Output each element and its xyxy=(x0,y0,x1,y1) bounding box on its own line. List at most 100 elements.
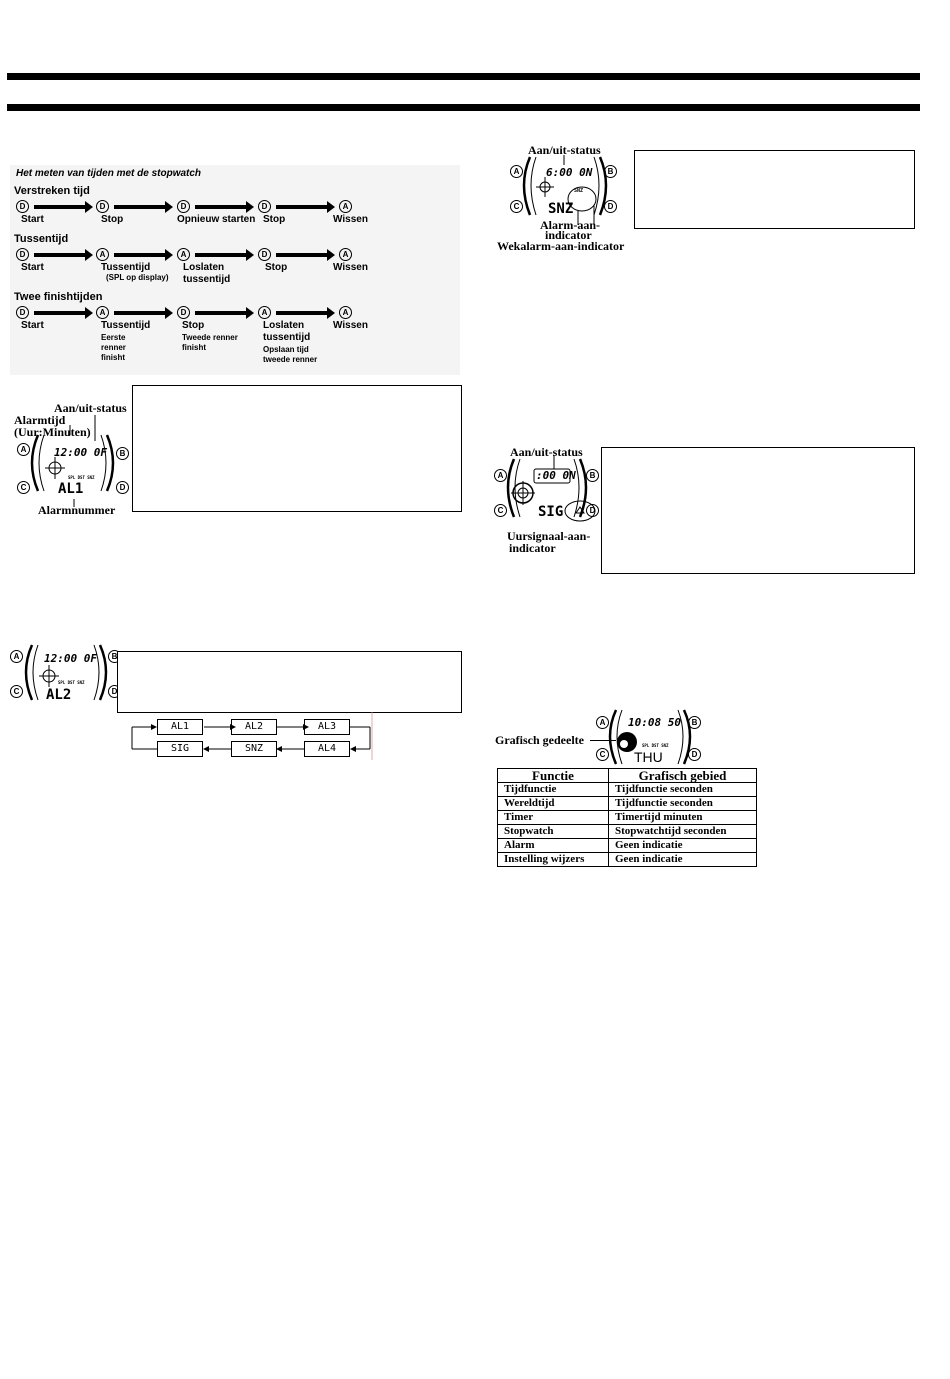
lcd-small-indicators: SPL DST SNZ xyxy=(68,475,95,480)
label-alarm-indicator-2: indicator xyxy=(545,228,592,242)
button-b-icon: B xyxy=(688,716,701,729)
button-a-icon: A xyxy=(17,443,30,456)
button-a-icon: A xyxy=(96,306,109,319)
button-d-icon: D xyxy=(177,200,190,213)
text-box-1 xyxy=(132,385,462,512)
text-box-4 xyxy=(601,447,915,574)
lcd-mode: AL1 xyxy=(58,481,84,497)
arrow-icon xyxy=(195,201,254,213)
button-c-icon: C xyxy=(494,504,507,517)
button-d-icon: D xyxy=(688,748,701,761)
button-d-icon: D xyxy=(604,200,617,213)
button-c-icon: C xyxy=(17,481,30,494)
lcd-small-indicators: SPL DST SNZ xyxy=(58,680,85,685)
stopwatch-heading: Het meten van tijden met de stopwatch xyxy=(16,168,202,179)
arrow-icon xyxy=(114,249,173,261)
lcd-mode: SNZ xyxy=(548,201,574,217)
watch-illustration-snz: A B C D 6:00 0N SNZ SNZ xyxy=(508,155,633,225)
button-d-icon: D xyxy=(16,248,29,261)
step-label: Wissen xyxy=(333,214,368,225)
mode-snz: SNZ xyxy=(231,741,277,757)
label-on-off-status: Aan/uit-status xyxy=(528,143,601,157)
button-d-icon: D xyxy=(177,306,190,319)
top-rule-2 xyxy=(7,104,920,111)
mode-al2: AL2 xyxy=(231,719,277,735)
table-cell: Stopwatchtijd seconden xyxy=(608,824,757,839)
text-box-3 xyxy=(634,150,915,229)
table-row: Tijdfunctie Tijdfunctie seconden xyxy=(497,782,757,797)
lcd-mode: THU xyxy=(634,749,663,765)
table-cell: Timertijd minuten xyxy=(608,810,757,825)
lcd-mode: SIG xyxy=(538,504,564,520)
label-on-off-status: Aan/uit-status xyxy=(54,401,127,415)
label-graphic-part: Grafisch gedeelte xyxy=(495,733,584,747)
button-d-icon: D xyxy=(586,504,599,517)
lcd-mode: AL2 xyxy=(46,687,72,703)
lcd-time: 12:00 0F xyxy=(44,652,97,665)
mode-al4: AL4 xyxy=(304,741,350,757)
text-box-2 xyxy=(117,651,462,713)
step-sublabel: Eerste renner finisht xyxy=(101,333,126,362)
step-sublabel: (SPL op display) xyxy=(106,273,169,282)
button-d-icon: D xyxy=(16,306,29,319)
button-a-icon: A xyxy=(494,469,507,482)
row-title-elapsed: Verstreken tijd xyxy=(14,185,90,197)
lcd-snz-badge: SNZ xyxy=(574,188,584,194)
watch-illustration-thu: A B C D 10:08 50 SPL DST SNZ THU xyxy=(594,708,709,770)
table-row: Instelling wijzers Geen indicatie xyxy=(497,852,757,867)
button-b-icon: B xyxy=(604,165,617,178)
table-row: Stopwatch Stopwatchtijd seconden xyxy=(497,824,757,839)
lcd-time: :00 0N xyxy=(536,469,576,482)
step-label: Stop xyxy=(182,320,205,331)
table-cell: Alarm xyxy=(497,838,609,853)
button-d-icon: D xyxy=(258,200,271,213)
step-label: Stop xyxy=(101,214,124,225)
mode-al1: AL1 xyxy=(157,719,203,735)
button-a-icon: A xyxy=(258,306,271,319)
button-b-icon: B xyxy=(116,447,129,460)
arrow-icon xyxy=(276,201,335,213)
label-alarm-indicator: Alarm-aan- xyxy=(540,218,600,232)
table-cell: Timer xyxy=(497,810,609,825)
step-label: Stop xyxy=(263,214,286,225)
watch-illustration-al1: A B C D 12:00 0F SPL DST SNZ AL1 xyxy=(10,385,135,520)
button-a-icon: A xyxy=(510,165,523,178)
table-cell: Stopwatch xyxy=(497,824,609,839)
watch-illustration-al2: A B C D 12:00 0F SPL DST SNZ AL2 xyxy=(8,640,123,715)
label-hourly-signal-indicator-2: indicator xyxy=(509,541,556,555)
label-alarm-time: Alarmtijd xyxy=(14,413,66,427)
watch-illustration-sig: A B C D :00 0N SIG xyxy=(494,455,604,525)
arrow-icon xyxy=(114,307,173,319)
button-c-icon: C xyxy=(510,200,523,213)
step-label: Wissen xyxy=(333,320,368,331)
table-cell: Tijdfunctie xyxy=(497,782,609,797)
step-label: Tussentijd xyxy=(101,320,151,331)
button-a-icon: A xyxy=(339,306,352,319)
table-cell: Instelling wijzers xyxy=(497,852,609,867)
table-cell: Geen indicatie xyxy=(608,852,757,867)
step-label: Wissen xyxy=(333,262,368,273)
step-label: Loslaten tussentijd xyxy=(183,262,231,285)
arrow-icon xyxy=(276,307,335,319)
table-cell: Geen indicatie xyxy=(608,838,757,853)
arrow-icon xyxy=(195,249,254,261)
table-header-row: Functie Grafisch gebied xyxy=(497,768,757,783)
button-a-icon: A xyxy=(177,248,190,261)
mode-al3: AL3 xyxy=(304,719,350,735)
graphic-pointer-line xyxy=(590,740,616,741)
step-label: Start xyxy=(21,214,44,225)
table-row: Wereldtijd Tijdfunctie seconden xyxy=(497,796,757,811)
button-d-icon: D xyxy=(258,248,271,261)
step-label: Opnieuw starten xyxy=(177,214,256,225)
lcd-time: 6:00 0N xyxy=(546,166,593,179)
arrow-icon xyxy=(34,307,93,319)
label-wake-alarm-indicator: Wekalarm-aan-indicator xyxy=(497,239,625,253)
button-d-icon: D xyxy=(116,481,129,494)
row-title-two-finish: Twee finishtijden xyxy=(14,291,103,303)
top-rule-1 xyxy=(7,73,920,80)
step-label: Start xyxy=(21,320,44,331)
row-title-split: Tussentijd xyxy=(14,233,69,245)
step-sublabel: Tweede renner finisht xyxy=(182,333,238,352)
function-table: Functie Grafisch gebied Tijdfunctie Tijd… xyxy=(497,768,757,867)
step-label: Stop xyxy=(265,262,288,273)
